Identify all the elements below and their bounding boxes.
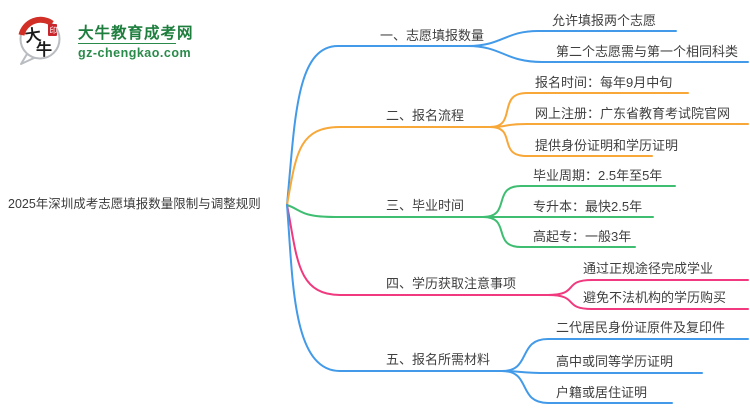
daniu-bubble-logo-icon: 印 大 牛	[18, 16, 61, 65]
branch-2-child-1-connector	[489, 92, 689, 128]
branch-4-wires	[286, 204, 749, 310]
branch-5-main-connector	[286, 204, 503, 372]
branch-5-wires	[286, 204, 749, 404]
branch-2-child-3-connector	[489, 126, 653, 157]
branch-1-label: 一、志愿填报数量	[380, 28, 485, 43]
branch-4-child-2: 避免不法机构的学历购买	[583, 290, 727, 305]
branch-1-main-connector	[286, 45, 469, 206]
branch-3-main-connector	[286, 204, 484, 218]
branch-1-child-2-connector	[467, 45, 749, 63]
branch-3-label: 三、毕业时间	[386, 198, 465, 213]
site-logo[interactable]: 印 大 牛 大牛教育成考网 gz-chengkao.com	[14, 12, 234, 70]
logo-char-da: 大	[24, 25, 43, 46]
branch-3-child-3-connector	[482, 216, 636, 248]
branch-4-child-1-connector	[547, 279, 749, 296]
branch-5-child-1: 二代居民身份证原件及复印件	[556, 320, 726, 335]
branch-5-label: 五、报名所需材料	[386, 352, 491, 367]
branch-3-child-2: 专升本：最快2.5年	[533, 199, 643, 214]
site-name: 大牛教育成考网	[78, 25, 194, 42]
branch-4-label: 四、学历获取注意事项	[386, 276, 517, 291]
branch-2-label: 二、报名流程	[386, 108, 465, 123]
branch-3-child-1-connector	[482, 185, 676, 218]
branch-5-child-2: 高中或同等学历证明	[556, 354, 674, 369]
branch-2-wires	[286, 92, 749, 206]
branch-2-child-3: 提供身份证明和学历证明	[535, 138, 679, 153]
branch-1-wires	[286, 30, 749, 206]
branch-3-child-1: 毕业周期：2.5年至5年	[533, 168, 663, 183]
branch-4-child-2-connector	[547, 294, 749, 310]
branch-5-child-3-connector	[501, 370, 673, 404]
branch-4-child-1: 通过正规途径完成学业	[583, 261, 714, 276]
logo-char-niu: 牛	[36, 40, 52, 59]
branch-4-main-connector	[286, 204, 549, 296]
branch-3-wires	[286, 185, 676, 248]
central-topic: 2025年深圳成考志愿填报数量限制与调整规则	[8, 197, 261, 211]
branch-2-child-2: 网上注册：广东省教育考试院官网	[535, 106, 731, 121]
branch-5-child-1-connector	[501, 338, 749, 372]
svg-text:印: 印	[50, 26, 58, 35]
site-url: gz-chengkao.com	[78, 46, 192, 60]
branch-2-main-connector	[286, 126, 491, 206]
branch-5-child-2-connector	[501, 370, 703, 374]
branch-1-child-2: 第二个志愿需与第一个相同科类	[556, 44, 739, 59]
branch-3-child-3: 高起专：一般3年	[533, 229, 632, 244]
branch-1-child-1-connector	[467, 30, 677, 47]
branch-2-child-2-connector	[489, 123, 749, 128]
branch-2-child-1: 报名时间：每年9月中旬	[535, 75, 673, 90]
logo-divider	[78, 43, 176, 44]
branch-5-child-3: 户籍或居住证明	[556, 385, 648, 400]
branch-1-child-1: 允许填报两个志愿	[552, 13, 657, 28]
